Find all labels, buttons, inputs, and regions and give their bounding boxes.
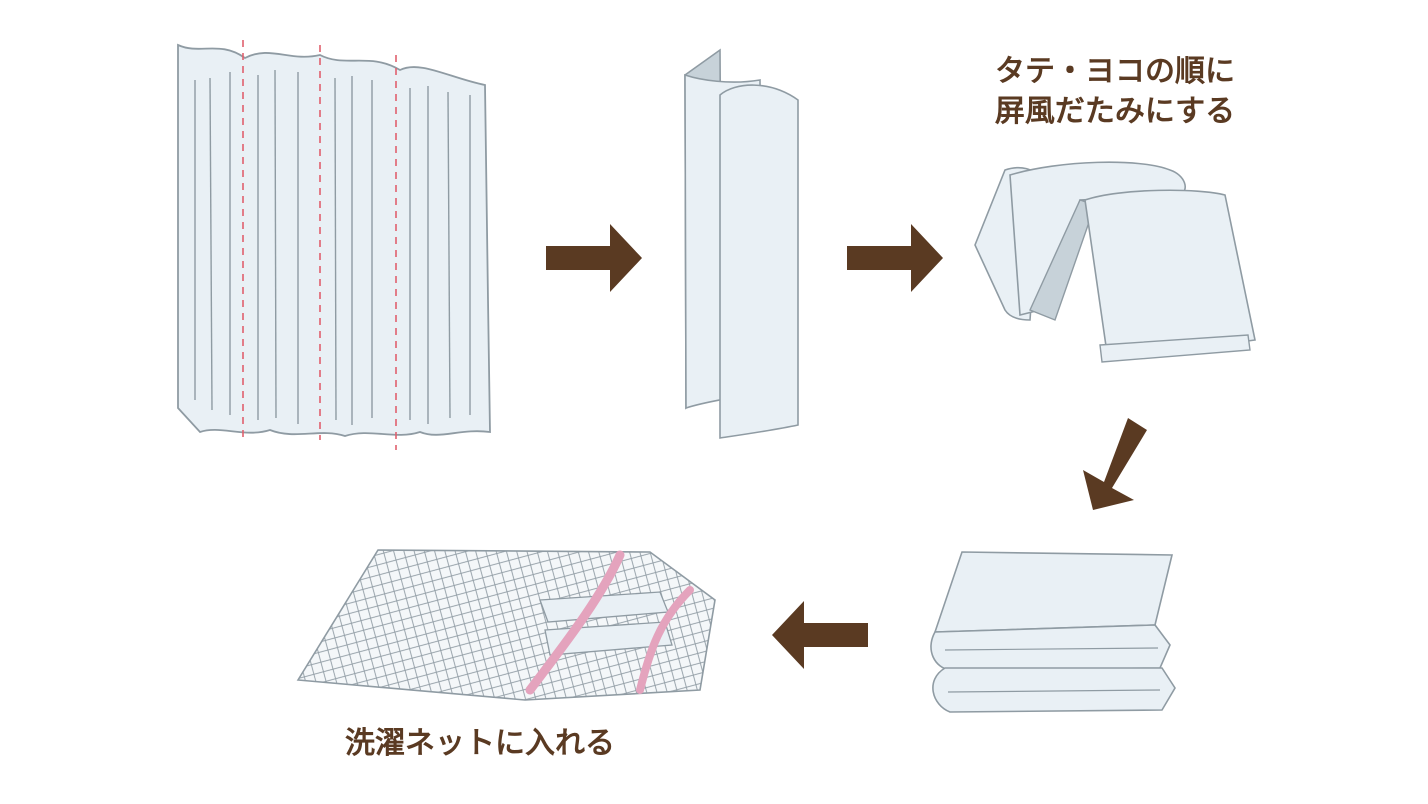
arrow-right-icon [847, 224, 943, 292]
zipper-icon [525, 550, 625, 695]
arrow-right-icon [546, 224, 642, 292]
step3-screen-fold [974, 161, 1256, 363]
curtain-body [177, 43, 491, 437]
caption-fold-instruction: タテ・ヨコの順に 屏風だたみにする [965, 52, 1265, 132]
curtain-pleats [194, 69, 471, 425]
step2-vertical-fold [684, 48, 799, 439]
caption-fold-line1: タテ・ヨコの順に [995, 54, 1235, 89]
step5-laundry-net [296, 549, 716, 701]
arrow-down-left-icon [1083, 418, 1147, 510]
caption-fold-line2: 屏風だたみにする [994, 94, 1236, 129]
arrow-left-icon [772, 601, 868, 669]
fold-guide-lines [242, 40, 397, 450]
caption-net-instruction: 洗濯ネットに入れる [345, 726, 615, 761]
step1-curtain [177, 40, 491, 450]
step4-folded-stack [930, 551, 1176, 713]
